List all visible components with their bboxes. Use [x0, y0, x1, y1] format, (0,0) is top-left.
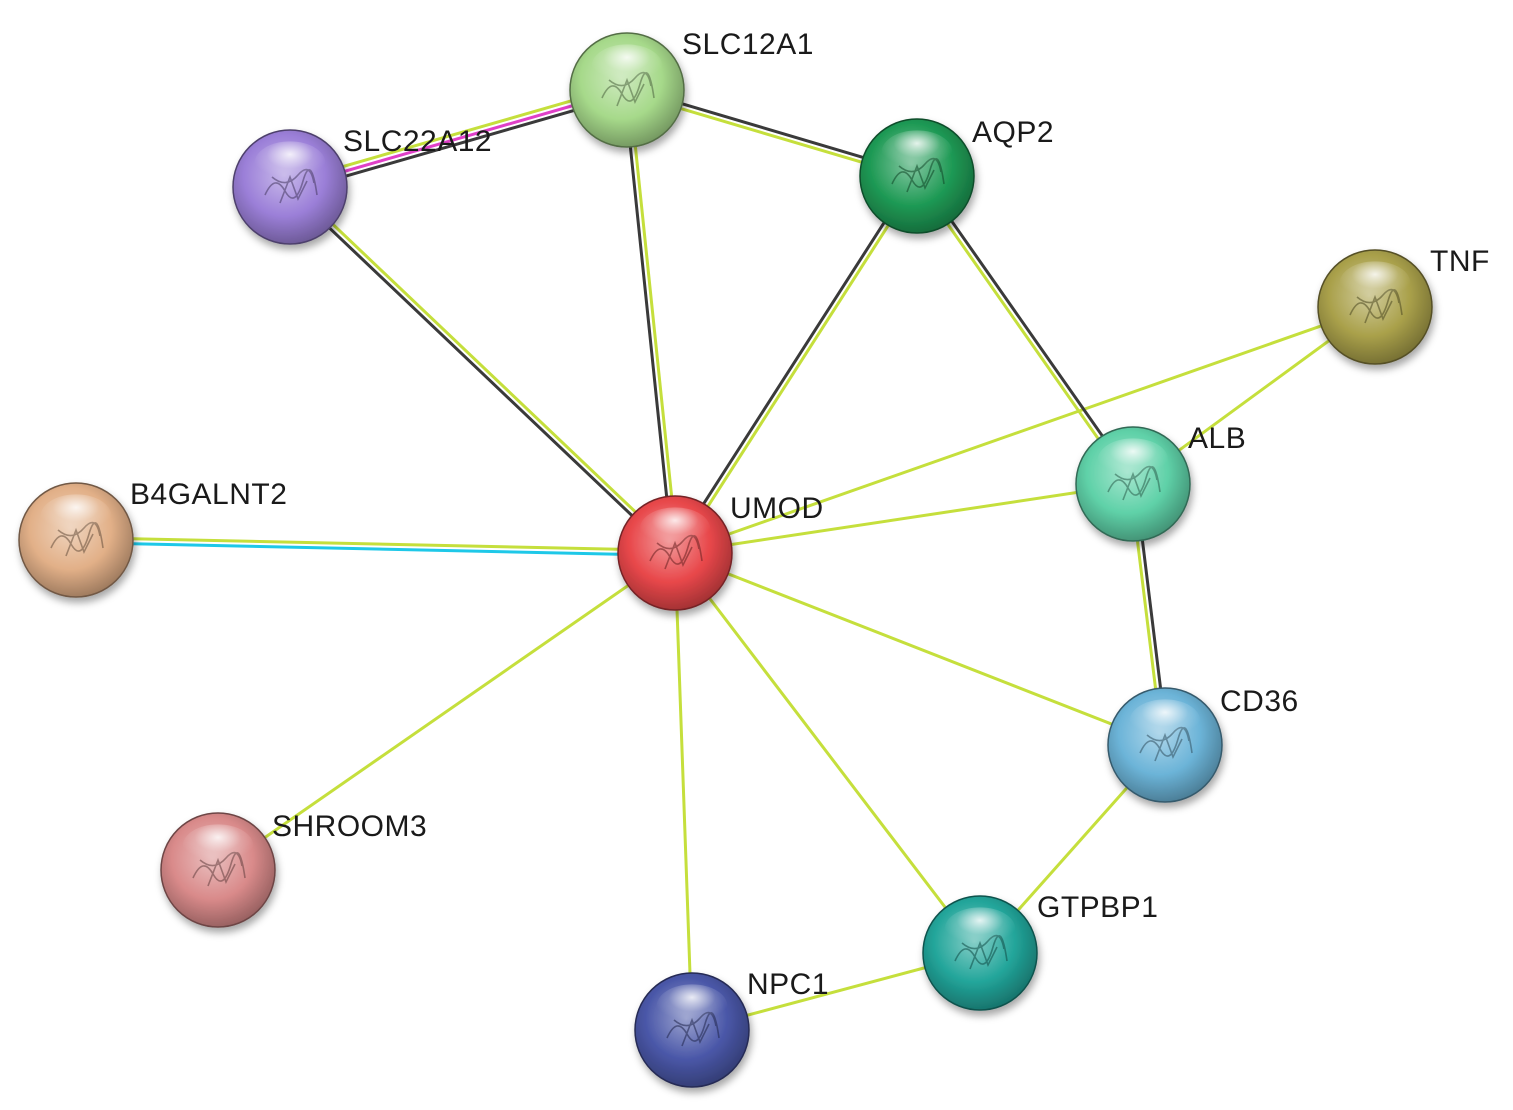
node-label-shroom3: SHROOM3: [272, 810, 427, 843]
edge-line-yellowgreen: [290, 183, 679, 553]
node-gloss: [639, 507, 711, 551]
edge-umod-slc22a12[interactable]: [286, 183, 679, 557]
node-gloss: [1097, 438, 1169, 482]
node-label-tnf: TNF: [1430, 245, 1490, 278]
node-label-gtpbp1: GTPBP1: [1037, 891, 1158, 924]
edge-line-black: [623, 88, 675, 555]
edge-line-black: [917, 173, 1137, 485]
node-label-umod: UMOD: [730, 492, 824, 525]
edge-line-yellowgreen: [913, 175, 1133, 487]
edge-line-black: [286, 187, 675, 557]
edge-line-yellowgreen: [673, 551, 694, 1032]
edge-line-black: [671, 173, 917, 554]
node-cd36[interactable]: [1107, 687, 1223, 803]
node-label-aqp2: AQP2: [972, 116, 1054, 149]
node-gloss: [182, 824, 254, 868]
edge-umod-aqp2[interactable]: [671, 173, 921, 556]
edge-line-yellowgreen: [74, 536, 677, 553]
edge-umod-slc12a1[interactable]: [623, 88, 679, 555]
node-label-npc1: NPC1: [747, 968, 829, 1001]
edge-umod-shroom3[interactable]: [216, 551, 677, 872]
edge-line-black: [289, 93, 630, 194]
nodes-layer: [18, 32, 1433, 1088]
node-gtpbp1[interactable]: [922, 895, 1038, 1011]
edge-line-yellowgreen: [675, 175, 921, 556]
node-tnf[interactable]: [1317, 249, 1433, 365]
node-gloss: [40, 494, 112, 538]
node-label-cd36: CD36: [1220, 685, 1299, 718]
node-umod[interactable]: [617, 495, 733, 611]
edge-umod-gtpbp1[interactable]: [673, 551, 982, 955]
edge-umod-b4galnt2[interactable]: [74, 536, 677, 557]
edge-aqp2-alb[interactable]: [913, 173, 1137, 487]
edge-line-yellowgreen: [673, 551, 1167, 747]
edge-line-yellowgreen: [627, 88, 679, 555]
node-gloss: [656, 984, 728, 1028]
node-gloss: [254, 141, 326, 185]
edge-slc12a1-slc22a12[interactable]: [287, 83, 630, 194]
node-gloss: [1339, 261, 1411, 305]
node-b4galnt2[interactable]: [18, 482, 134, 598]
node-label-alb: ALB: [1188, 422, 1246, 455]
node-slc12a1[interactable]: [569, 32, 685, 148]
node-aqp2[interactable]: [859, 118, 975, 234]
node-gloss: [944, 907, 1016, 951]
edge-line-yellowgreen: [673, 482, 1135, 555]
edge-umod-tnf[interactable]: [673, 305, 1377, 555]
node-alb[interactable]: [1075, 426, 1191, 542]
edge-line-yellowgreen: [216, 551, 677, 872]
node-gloss: [1129, 699, 1201, 743]
edge-umod-alb[interactable]: [673, 482, 1135, 555]
edge-line-cyan: [74, 540, 677, 557]
node-shroom3[interactable]: [160, 812, 276, 928]
edge-line-yellowgreen: [287, 83, 628, 184]
edge-umod-npc1[interactable]: [673, 551, 694, 1032]
node-label-b4galnt2: B4GALNT2: [130, 478, 287, 511]
node-slc22a12[interactable]: [232, 129, 348, 245]
node-gloss: [881, 130, 953, 174]
node-label-slc22a12: SLC22A12: [343, 125, 492, 158]
node-gloss: [591, 44, 663, 88]
node-label-slc12a1: SLC12A1: [682, 28, 814, 61]
edge-line-yellowgreen: [673, 305, 1377, 555]
edge-line-magenta: [288, 88, 629, 189]
node-npc1[interactable]: [634, 972, 750, 1088]
edge-line-yellowgreen: [673, 551, 982, 955]
edge-umod-cd36[interactable]: [673, 551, 1167, 747]
